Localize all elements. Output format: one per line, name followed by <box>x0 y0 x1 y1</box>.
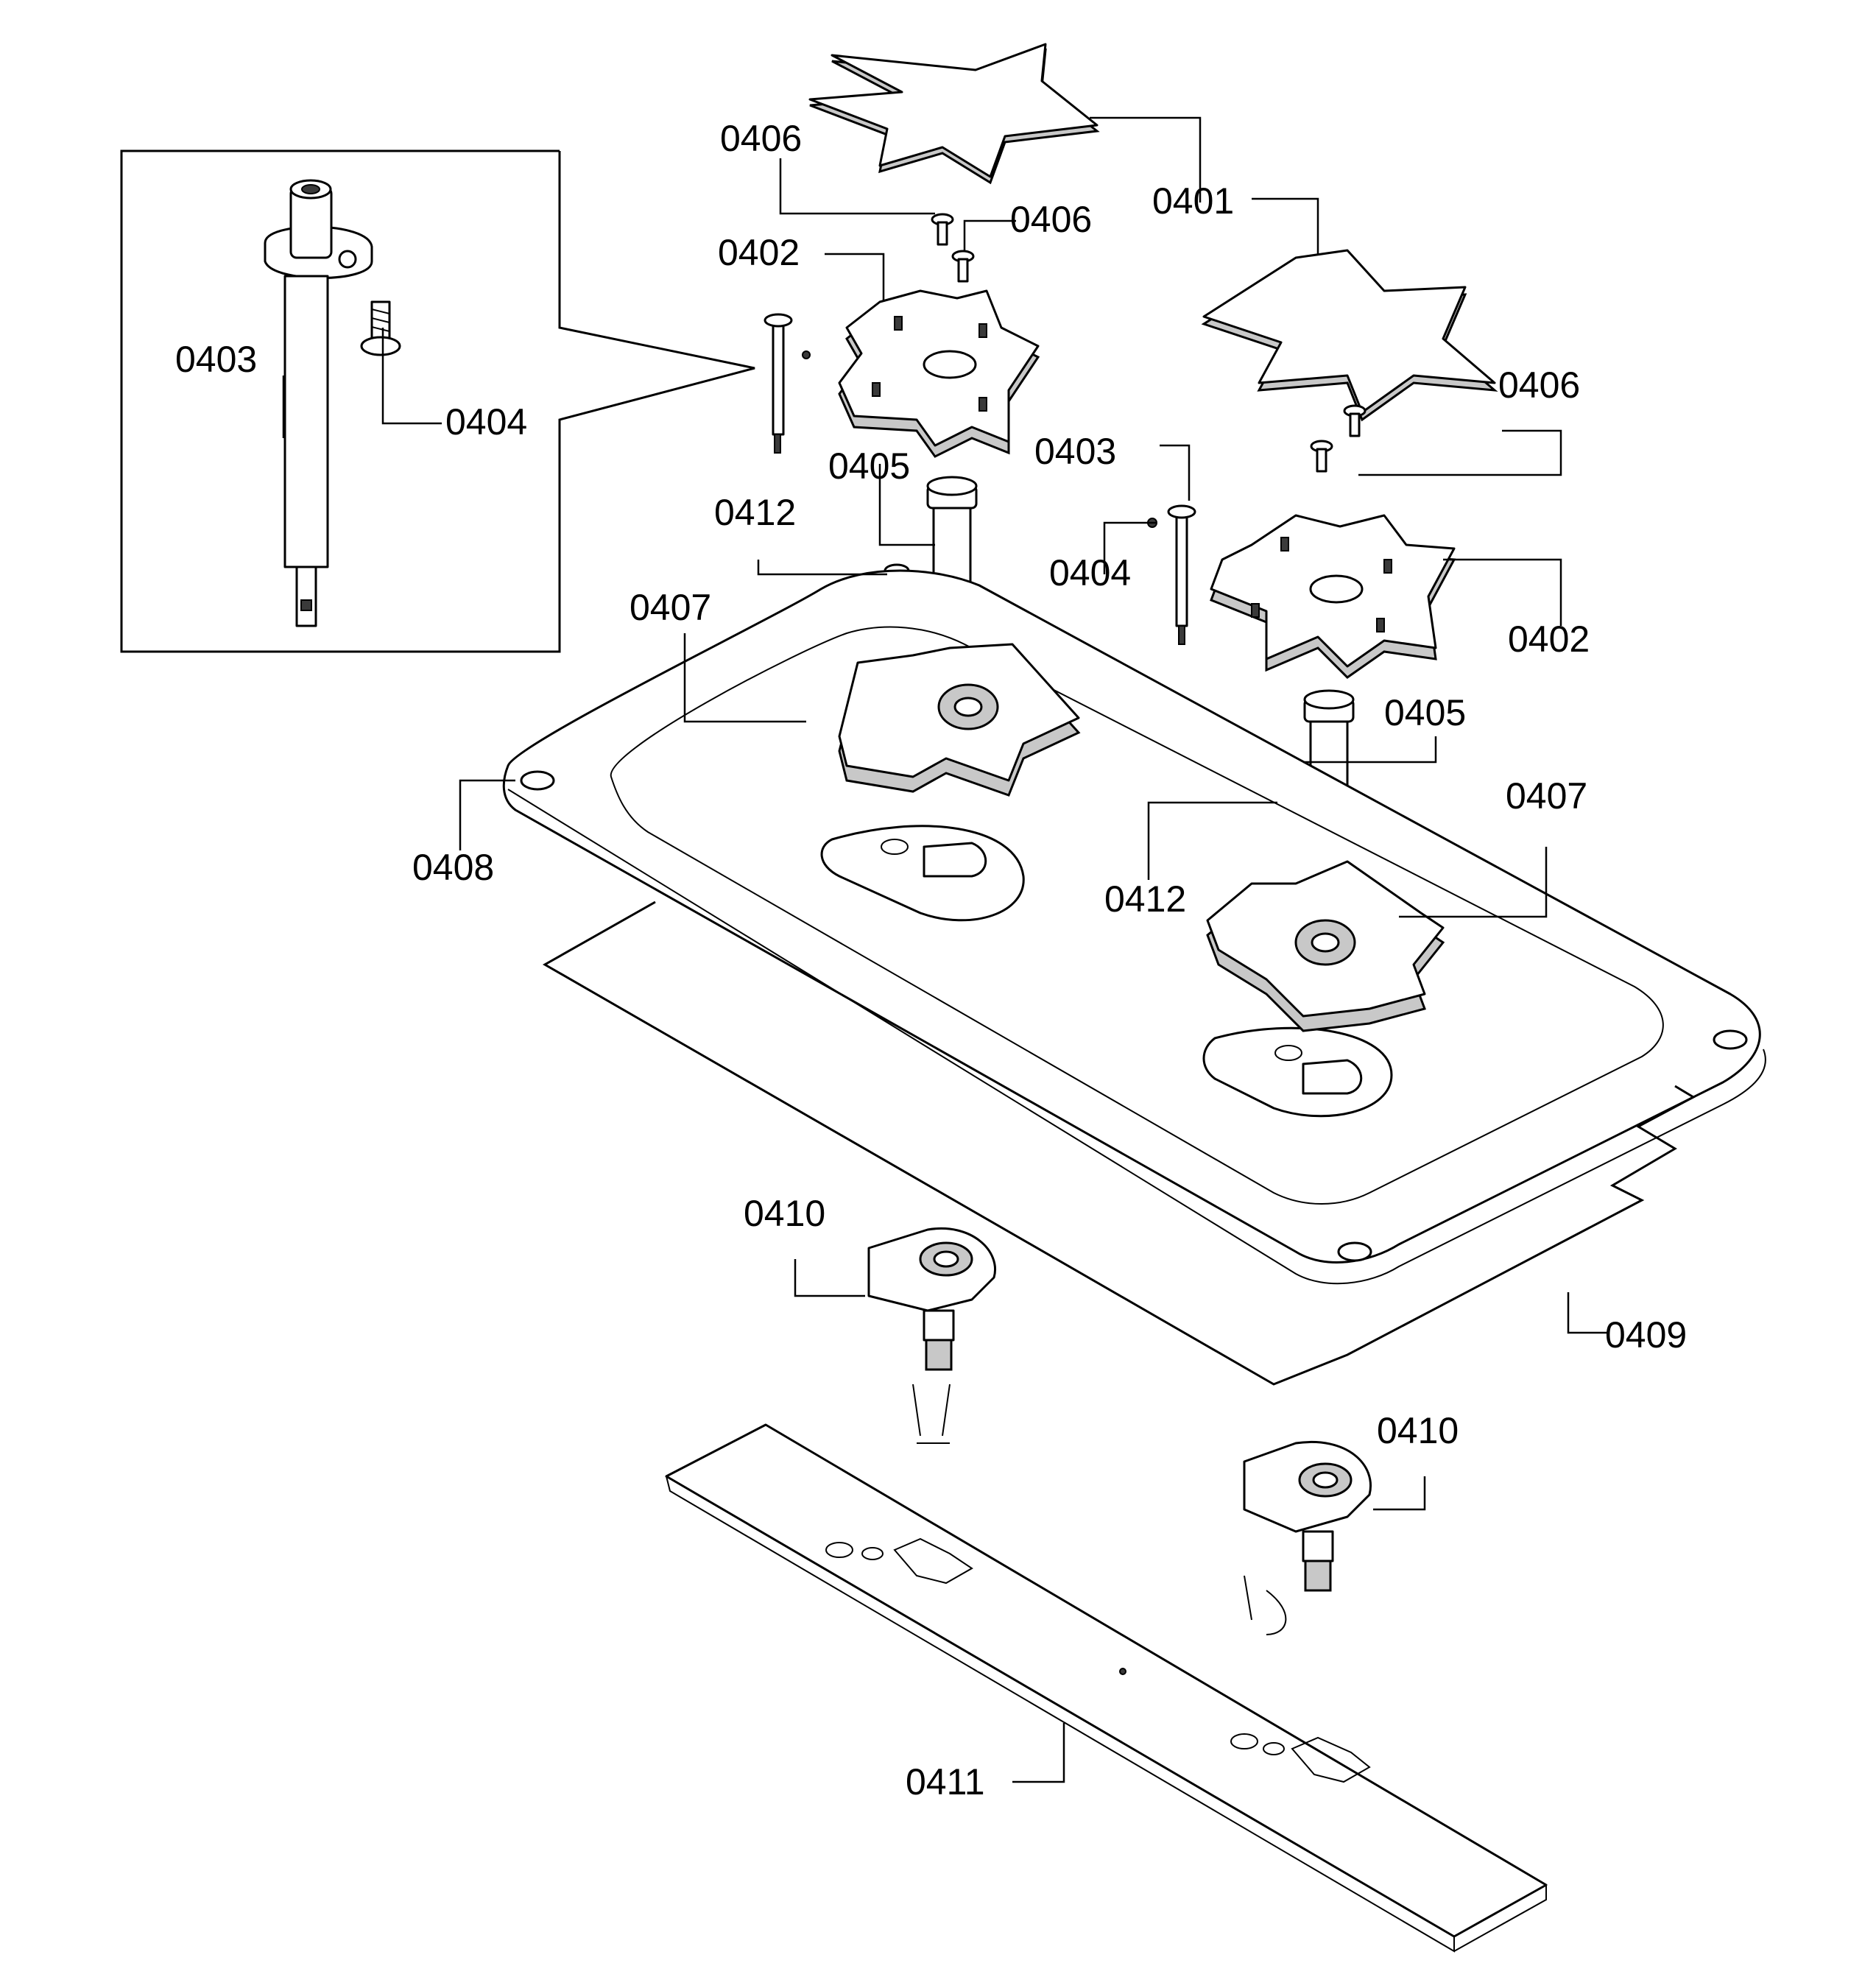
burner-cap-0401-left <box>808 43 1100 185</box>
callout-0412-right: 0412 <box>1104 878 1186 920</box>
callout-0410-left: 0410 <box>744 1193 825 1234</box>
callout-0406-c: 0406 <box>1498 364 1580 406</box>
callout-0406-a: 0406 <box>720 118 802 159</box>
screw-0404-detail <box>360 300 401 356</box>
burner-bowl-0407-right <box>1206 860 1445 1032</box>
burner-cap-0401-right <box>1201 249 1498 422</box>
screw-0406-c <box>1310 440 1333 473</box>
screw-0406-a <box>931 213 954 246</box>
callout-0403-right: 0403 <box>1034 431 1116 472</box>
hob-plate-0408 <box>502 569 1766 1285</box>
callout-0404-detail: 0404 <box>445 401 527 443</box>
screw-0406-d <box>1343 404 1367 437</box>
callout-0407-left: 0407 <box>630 587 711 628</box>
burner-base-0402-left <box>838 289 1040 458</box>
valve-0410-right <box>1243 1441 1372 1635</box>
gasket-0409 <box>542 901 1696 1386</box>
leader-lines <box>282 116 1609 1783</box>
callout-0406-b: 0406 <box>1010 199 1092 240</box>
callout-0402-left: 0402 <box>718 232 800 273</box>
detail-inset <box>120 149 755 653</box>
burner-bowl-0407-left <box>838 643 1081 797</box>
callout-0404-right: 0404 <box>1049 552 1131 593</box>
callout-0405-left: 0405 <box>828 445 910 487</box>
callout-0408: 0408 <box>412 847 494 888</box>
callout-0409: 0409 <box>1605 1314 1687 1356</box>
electrode-0403-left <box>764 313 811 454</box>
electrode-0403-detail <box>264 179 373 627</box>
callout-0410-right: 0410 <box>1377 1410 1459 1451</box>
screw-0406-b <box>951 250 975 283</box>
callout-0402-right: 0402 <box>1508 618 1590 660</box>
callout-labels: 0401 0402 0402 0403 0403 0404 0404 0405 … <box>175 118 1687 1802</box>
callout-0407-right: 0407 <box>1506 775 1587 817</box>
valve-0410-left <box>867 1227 996 1444</box>
callout-0412-left: 0412 <box>714 492 796 533</box>
burner-base-0402-right <box>1210 514 1456 679</box>
bracket-0411 <box>665 1423 1548 1953</box>
callout-0405-right: 0405 <box>1384 692 1466 733</box>
callout-0403-detail: 0403 <box>175 339 257 380</box>
callout-0411: 0411 <box>906 1761 985 1802</box>
callout-0401: 0401 <box>1152 180 1234 222</box>
electrode-0403-right <box>1167 504 1196 645</box>
